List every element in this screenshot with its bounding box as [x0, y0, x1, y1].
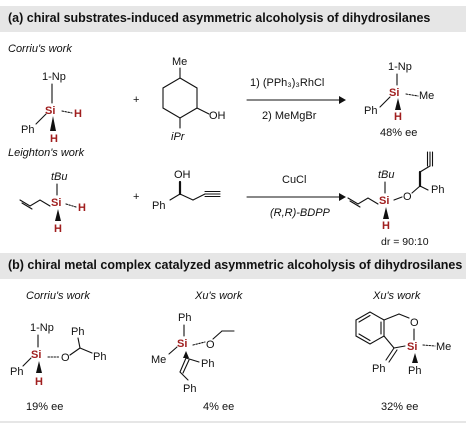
menthol: Me OH iPr: [162, 56, 226, 143]
np-label: 1-Np: [42, 71, 66, 83]
si-atom: Si: [407, 341, 417, 353]
xu1-result: 4% ee: [203, 401, 234, 413]
h-atom: H: [35, 376, 43, 388]
xu1-structure: Ph Si Me O Ph Ph: [151, 312, 235, 395]
ph-label: Ph: [364, 105, 377, 117]
tbu-label: tBu: [378, 169, 395, 181]
h-atom: H: [74, 108, 82, 120]
me-label: Me: [172, 56, 187, 68]
ph-label: Ph: [93, 351, 106, 363]
si-atom: Si: [379, 195, 389, 207]
o-atom: O: [403, 191, 412, 203]
xu2-heading: Xu's work: [372, 290, 421, 302]
h-atom: H: [382, 220, 390, 232]
h-atom: H: [54, 223, 62, 235]
ph-label: Ph: [372, 363, 385, 375]
corriu-a-heading: Corriu's work: [8, 43, 72, 55]
section-a-banner: (a) chiral substrates-induced asymmetric…: [0, 6, 466, 32]
plus-sign: +: [133, 94, 139, 106]
ph-label: Ph: [408, 365, 421, 377]
leighton-silane: tBu Si H H: [19, 171, 86, 235]
reagent-bdpp: (R,R)-BDPP: [270, 207, 331, 219]
ph-label: Ph: [71, 326, 84, 338]
xu2-result: 32% ee: [381, 401, 418, 413]
h-atom: H: [78, 202, 86, 214]
h-atom: H: [50, 133, 58, 145]
leighton-product: tBu Si O Ph H: [347, 151, 444, 232]
leighton-heading: Leighton's work: [8, 147, 85, 159]
plus-sign: +: [133, 191, 139, 203]
oh-label: OH: [174, 169, 191, 181]
ph-label: Ph: [201, 358, 214, 370]
corriu-a-product: 1-Np Si Ph Me H: [364, 61, 434, 123]
ph-label: Ph: [431, 184, 444, 196]
me-label: Me: [419, 90, 434, 102]
ph-label: Ph: [178, 312, 191, 324]
corriu-a-result: 48% ee: [380, 127, 417, 139]
me-label: Me: [436, 341, 451, 353]
np-label: 1-Np: [388, 61, 412, 73]
reaction-arrow-2: [246, 193, 346, 201]
np-label: 1-Np: [30, 322, 54, 334]
xu2-structure: O Si Ph Me Ph: [355, 311, 451, 377]
section-b-title: (b) chiral metal complex catalyzed asymm…: [8, 258, 463, 272]
si-atom: Si: [45, 105, 55, 117]
reaction-arrow-1: [246, 96, 346, 104]
propargylic-alcohol: OH Ph: [152, 169, 221, 212]
reagent-rhcl: 1) (PPh₃)₃RhCl: [250, 77, 324, 89]
ph-label: Ph: [10, 366, 23, 378]
corriu-b-result: 19% ee: [26, 401, 63, 413]
corriu-a-silane: 1-Np Si Ph H H: [21, 71, 82, 145]
h-atom: H: [394, 111, 402, 123]
ph-label: Ph: [183, 383, 196, 395]
ipr-label: iPr: [171, 131, 186, 143]
si-atom: Si: [31, 349, 41, 361]
si-atom: Si: [389, 87, 399, 99]
xu1-heading: Xu's work: [194, 290, 243, 302]
tbu-label: tBu: [51, 171, 68, 183]
corriu-b-heading: Corriu's work: [26, 290, 90, 302]
o-atom: O: [61, 352, 70, 364]
ph-label: Ph: [152, 200, 165, 212]
ph-label: Ph: [21, 124, 34, 136]
section-a-title: (a) chiral substrates-induced asymmetric…: [8, 11, 431, 25]
oh-label: OH: [209, 110, 226, 122]
leighton-result: dr = 90:10: [381, 236, 429, 248]
o-atom: O: [206, 339, 215, 351]
corriu-b-structure: 1-Np Si Ph O Ph Ph H: [10, 322, 106, 388]
reagent-cucl: CuCl: [282, 174, 306, 186]
si-atom: Si: [51, 197, 61, 209]
section-b-banner: (b) chiral metal complex catalyzed asymm…: [0, 253, 466, 279]
me-label: Me: [151, 354, 166, 366]
reagent-memgbr: 2) MeMgBr: [262, 110, 317, 122]
o-atom: O: [410, 317, 419, 329]
si-atom: Si: [177, 338, 187, 350]
